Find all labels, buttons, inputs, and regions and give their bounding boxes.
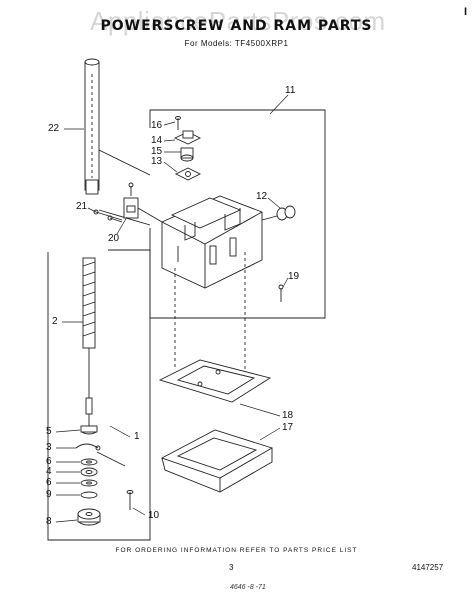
callout-1: 1 [134,431,140,442]
watermark: AppliancePartsPros.com [90,6,386,36]
callout-15: 15 [151,146,163,157]
callout-22: 22 [48,123,60,134]
corner-mark: I [463,6,467,18]
part-3-clip [75,443,101,451]
callout-6-upper: 6 [46,456,52,467]
callout-18: 18 [282,410,294,421]
part-14-mount [173,130,202,145]
part-18-gasket [158,359,272,403]
callout-10: 10 [148,510,160,521]
callout-21: 21 [76,201,88,212]
part-6-washer-lower [80,479,98,487]
leader-lines [55,94,289,523]
callout-4: 4 [46,466,52,477]
part-9-washer [80,491,98,499]
callout-13: 13 [151,156,163,167]
callout-12: 12 [256,191,268,202]
document-number: 4147257 [412,563,444,572]
part-8-pulley [77,508,101,526]
callout-8: 8 [46,516,52,527]
part-13-plate [174,167,202,181]
callout-17: 17 [282,422,294,433]
diagram-title: POWERSCREW AND RAM PARTS [100,18,373,34]
part-12-roller [261,205,296,221]
ordering-footer: FOR ORDERING INFORMATION REFER TO PARTS … [115,547,358,554]
handwritten-note: 4646 -8 -71 [230,584,266,591]
callout-19: 19 [288,271,300,282]
callout-20: 20 [108,233,120,244]
part-5-collar [80,425,98,435]
callout-3: 3 [46,442,52,453]
powerscrew-assembly-frame [47,249,151,541]
part-17-ram-plate [160,429,274,493]
model-list: For Models: TF4500XRP1 [184,39,289,48]
callout-2: 2 [52,316,58,327]
part-6-washer-upper [80,458,98,466]
callout-14: 14 [151,135,163,146]
ram-carriage [161,195,263,289]
callout-5: 5 [46,426,52,437]
part-20-bracket [123,182,139,219]
part-2-powerscrew [82,257,96,415]
callout-16: 16 [151,120,163,131]
part-4-bearing [80,467,98,477]
part-21-screws [93,209,123,223]
callout-11: 11 [285,85,296,96]
part-22-tube [84,58,100,195]
part-19-screw [278,284,284,302]
callout-9: 9 [46,489,52,500]
part-15-gear [180,147,194,162]
part-10-screw [126,490,134,510]
page-number: 3 [229,563,234,572]
callout-6-lower: 6 [46,477,52,488]
part-16-screw [175,116,181,130]
